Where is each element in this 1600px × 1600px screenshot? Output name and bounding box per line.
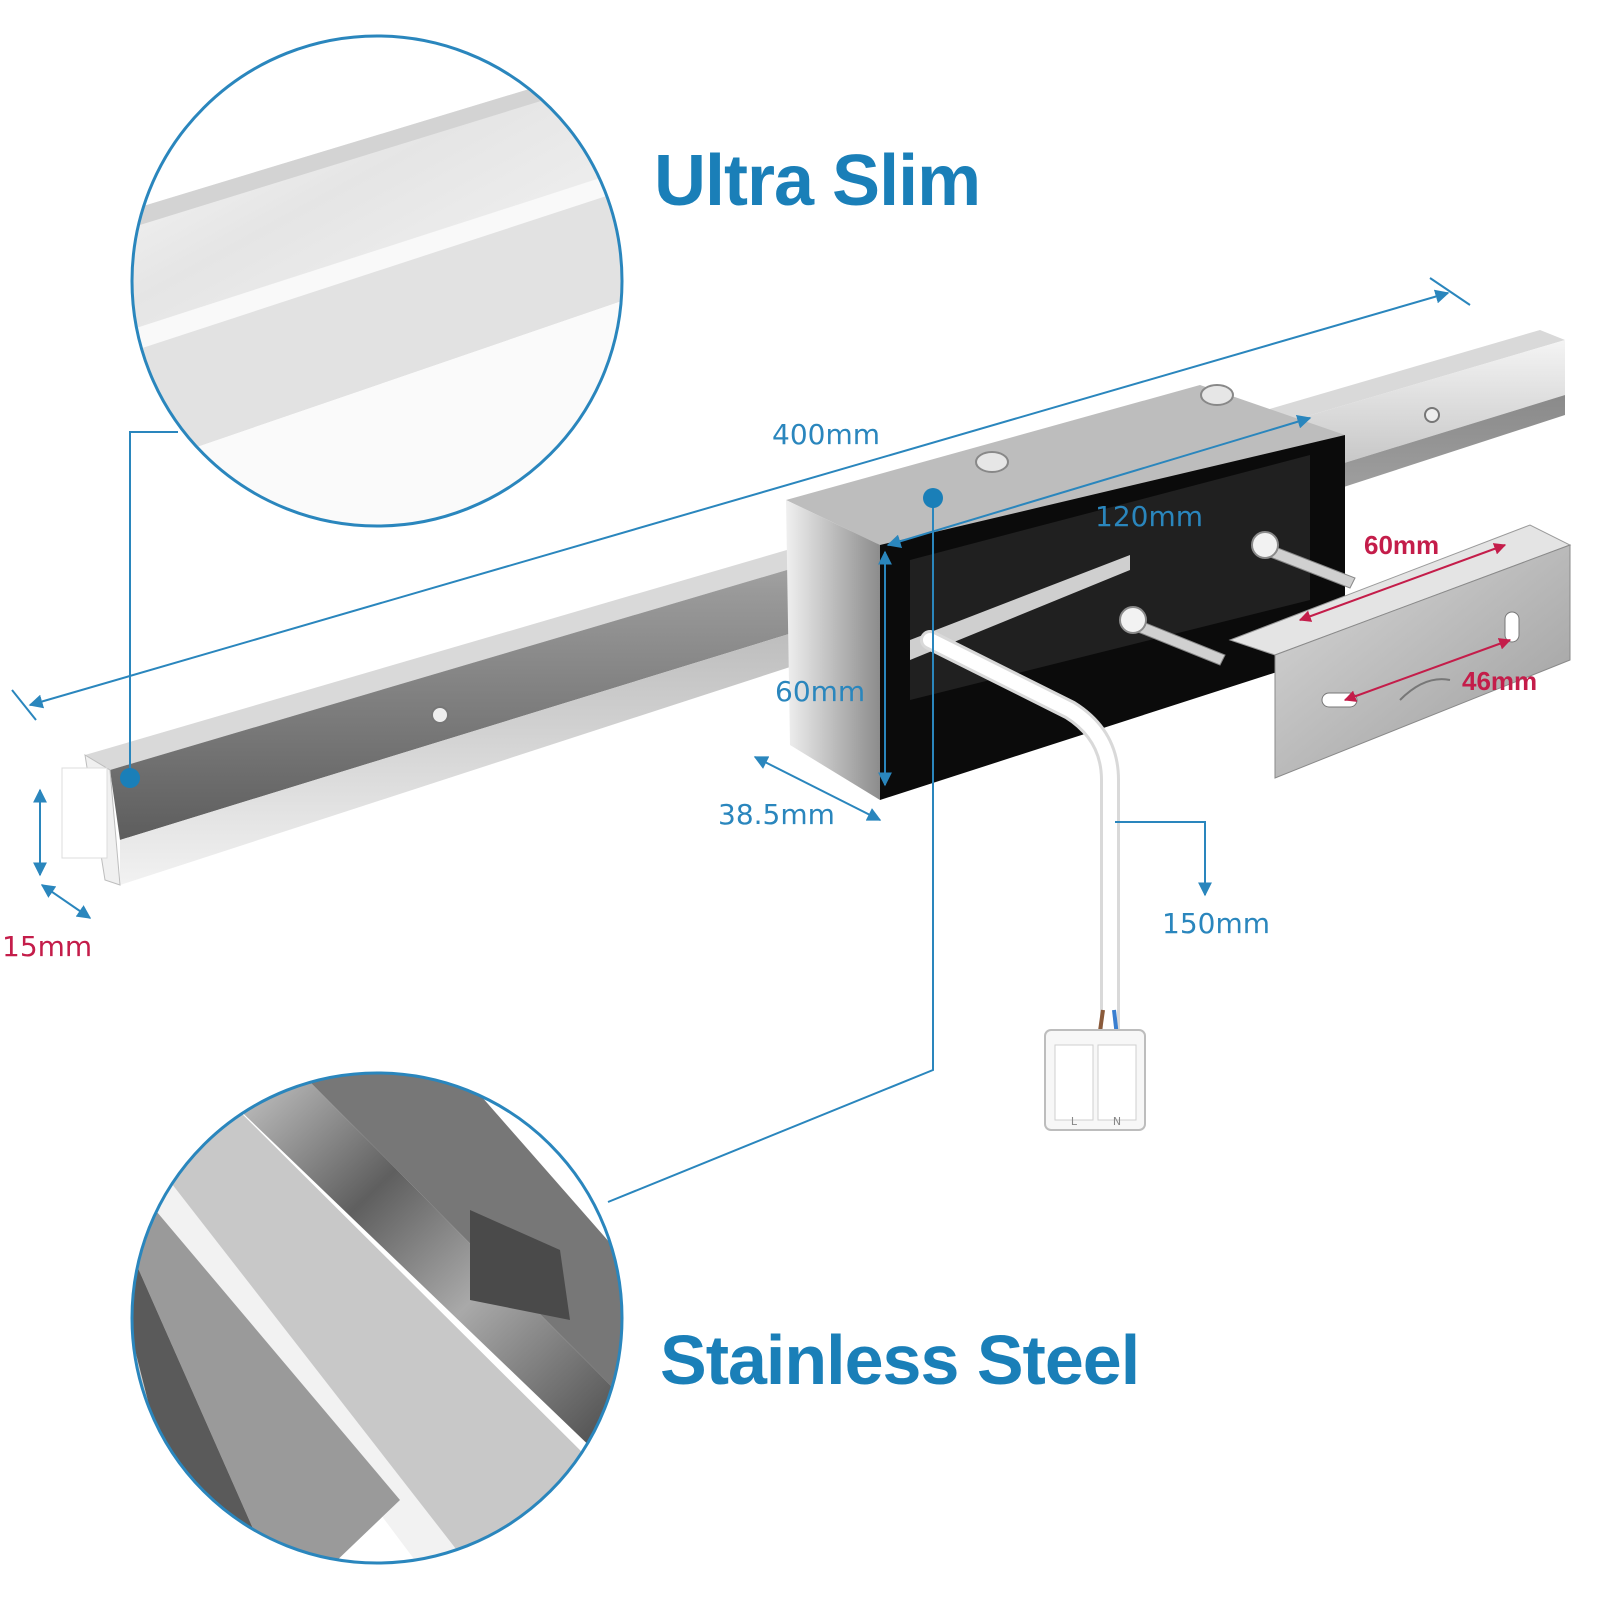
terminal-connector: L N [1044, 1029, 1146, 1131]
stainless-steel-callout-dot [923, 488, 943, 508]
box-height-dimension-label: 60mm [775, 675, 866, 708]
stainless-steel-heading: Stainless Steel [660, 1321, 1140, 1399]
ultra-slim-zoom-view [130, 34, 624, 528]
terminal-l-label: L [1071, 1115, 1078, 1128]
bar-screw-right-icon [1424, 407, 1440, 423]
ultra-slim-callout-dot [120, 768, 140, 788]
bar-screw-left-icon [431, 706, 449, 724]
thickness-dimension-label: 15mm [2, 930, 93, 963]
ultra-slim-heading: Ultra Slim [654, 141, 981, 221]
bracket-length-dimension-label: 60mm [1364, 530, 1440, 560]
cable-length-dimension-label: 150mm [1162, 907, 1270, 940]
box-width-dimension-label: 120mm [1095, 500, 1203, 533]
terminal-n-label: N [1113, 1115, 1121, 1128]
box-depth-dimension-label: 38.5mm [718, 798, 835, 831]
bracket-hole-spacing-label: 46mm [1462, 666, 1538, 696]
callout-lines [120, 431, 943, 1203]
dimension-lines [11, 277, 1512, 919]
length-dimension-label: 400mm [772, 418, 880, 451]
stainless-steel-zoom-view [130, 1071, 624, 1565]
